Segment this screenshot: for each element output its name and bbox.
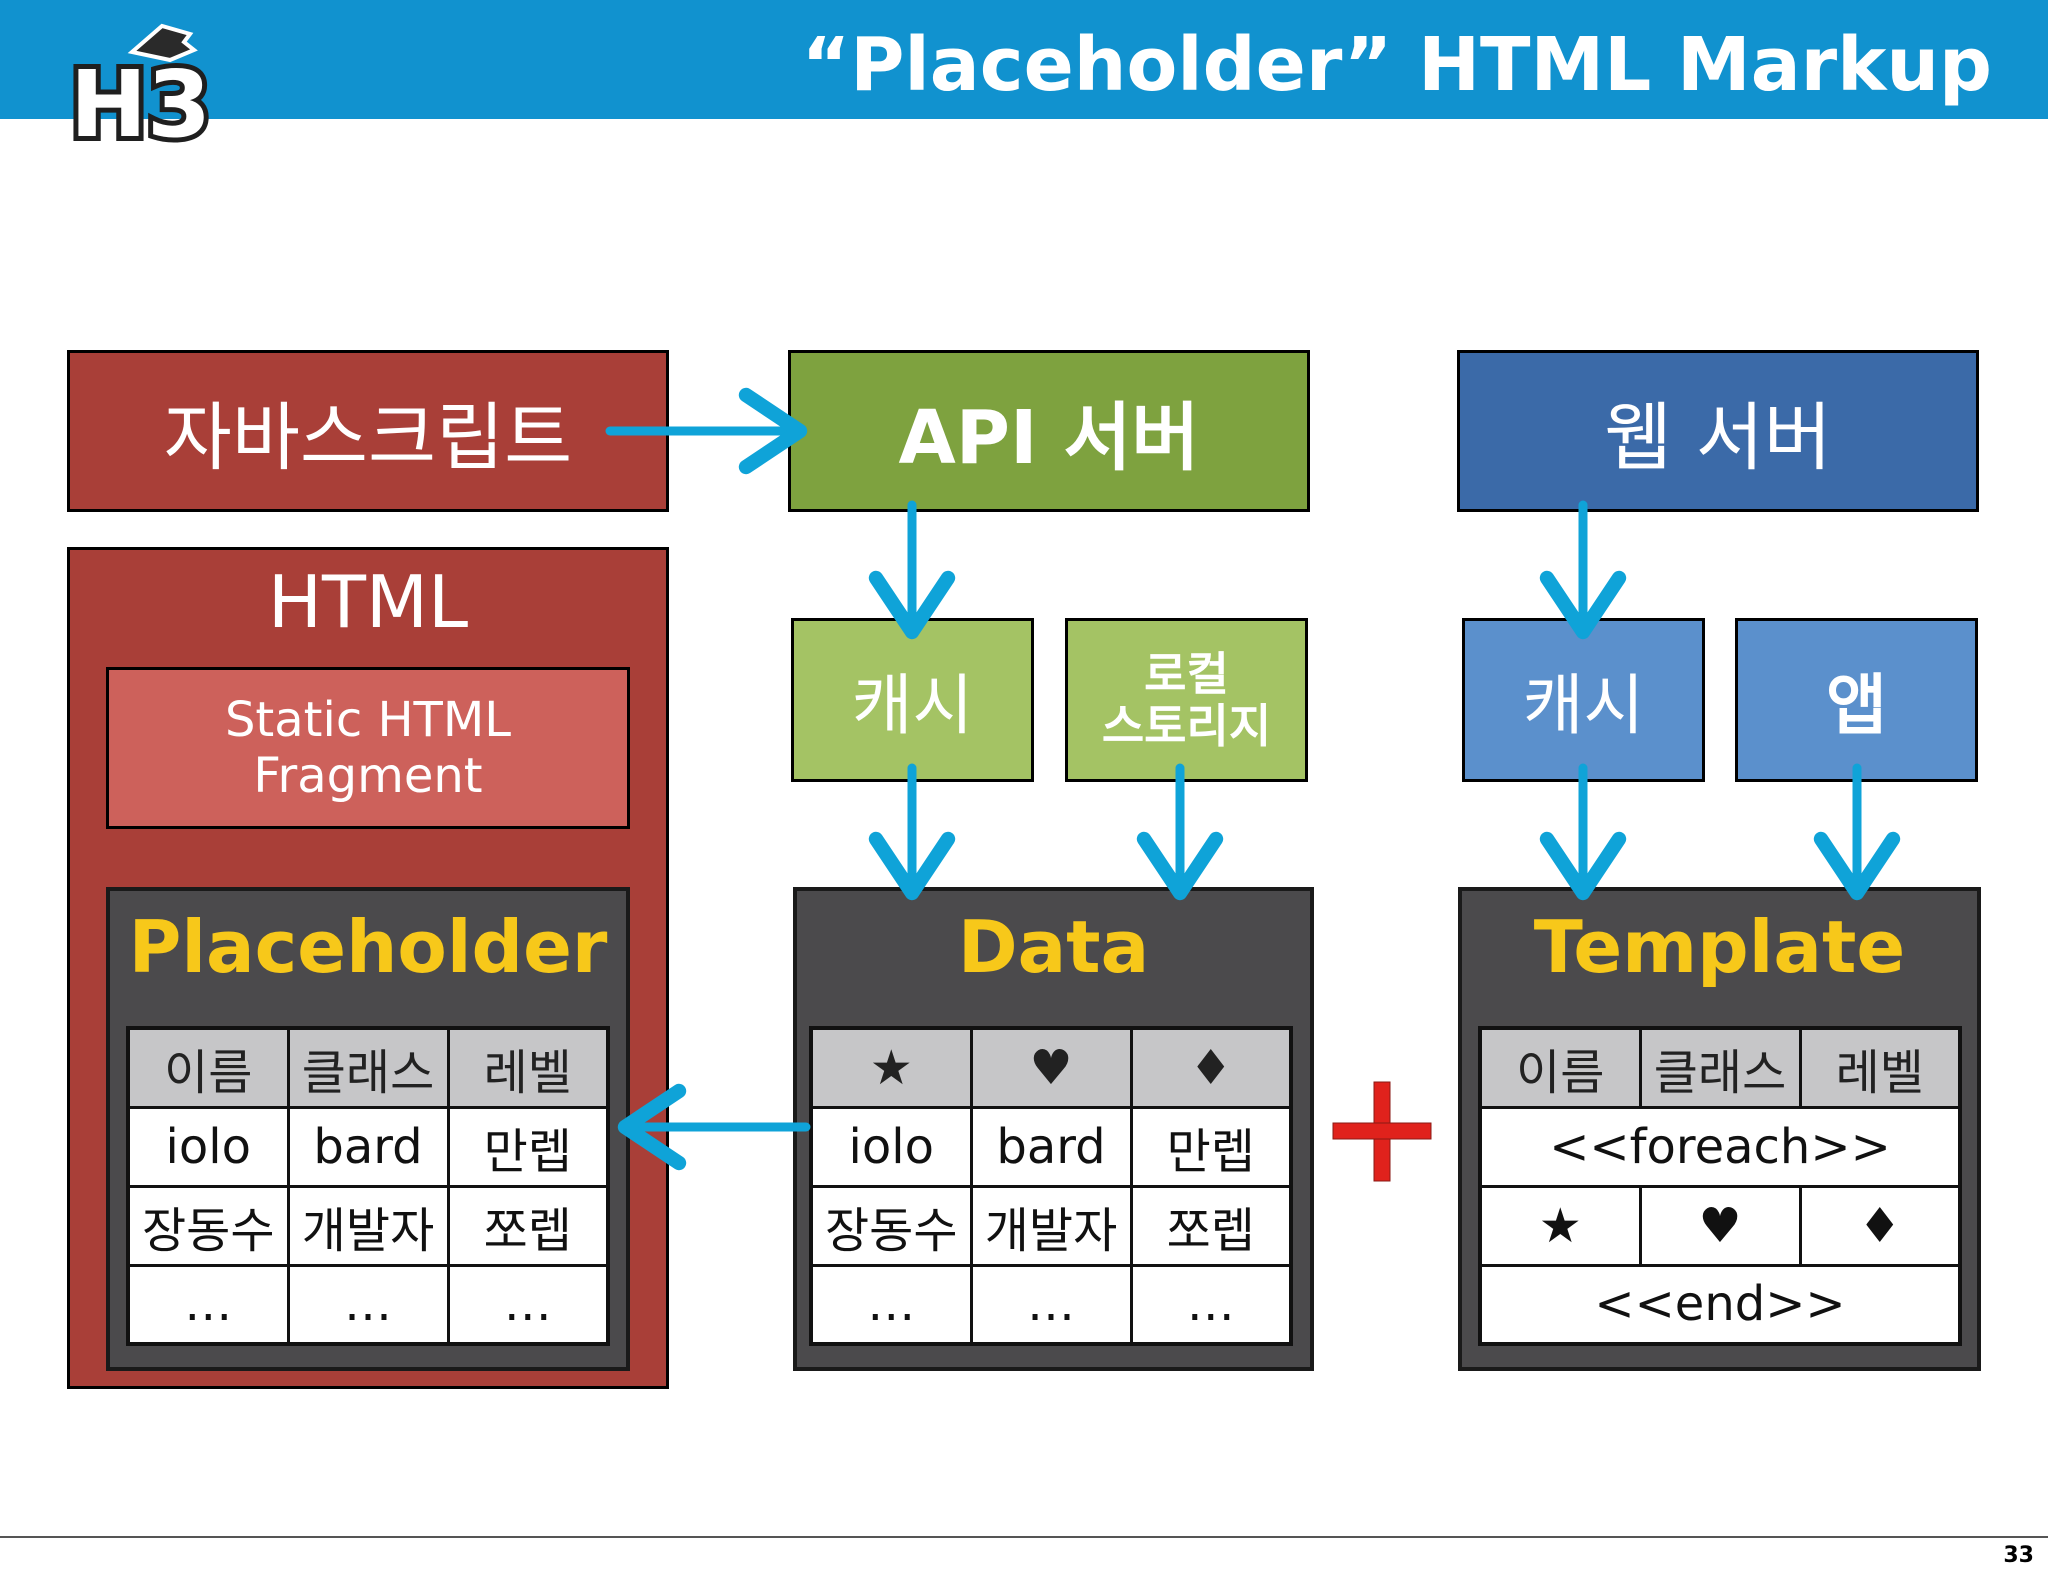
diamond-symbol: ♦: [1129, 1026, 1293, 1109]
table-cell: 만렙: [1129, 1105, 1293, 1188]
end-cell: <<end>>: [1478, 1263, 1962, 1346]
h3-logo: H3: [65, 23, 212, 154]
table-header-row: ★ ♥ ♦: [809, 1026, 1293, 1109]
table-cell: 장동수: [126, 1184, 290, 1267]
placeholder-title: Placeholder: [128, 905, 608, 989]
template-title: Template: [1533, 905, 1906, 989]
table-header-cell: 클래스: [286, 1026, 450, 1109]
table-cell: bard: [286, 1105, 450, 1188]
table-cell: …: [1129, 1263, 1293, 1346]
static-html-fragment-box: Static HTML Fragment: [106, 667, 630, 829]
table-row: ★ ♥ ♦: [1478, 1184, 1962, 1267]
table-cell: …: [126, 1263, 290, 1346]
javascript-label: 자바스크립트: [163, 394, 573, 481]
local-storage-label-line1: 로컬: [1144, 647, 1229, 701]
diamond-symbol: ♦: [1798, 1184, 1962, 1267]
table-row: 장동수 개발자 쪼렙: [126, 1184, 610, 1267]
table-cell: 개발자: [969, 1184, 1133, 1267]
local-storage-label-line2: 스토리지: [1101, 699, 1272, 753]
foreach-cell: <<foreach>>: [1478, 1105, 1962, 1188]
table-row: … … …: [126, 1263, 610, 1346]
template-table: 이름 클래스 레벨 <<foreach>> ★ ♥ ♦ <<end>>: [1478, 1026, 1962, 1346]
table-row: … … …: [809, 1263, 1293, 1346]
table-header-cell: 이름: [126, 1026, 290, 1109]
footer-divider: [0, 1536, 2048, 1538]
heart-symbol: ♥: [1638, 1184, 1802, 1267]
table-cell: …: [969, 1263, 1133, 1346]
web-server-box: 웹 서버: [1457, 350, 1979, 512]
table-header-cell: 레벨: [446, 1026, 610, 1109]
table-cell: iolo: [809, 1105, 973, 1188]
right-cache-box: 캐시: [1462, 618, 1705, 782]
app-label: 앱: [1826, 667, 1887, 744]
table-header-cell: 클래스: [1638, 1026, 1802, 1109]
data-title: Data: [957, 905, 1150, 989]
table-cell: 개발자: [286, 1184, 450, 1267]
middle-cache-box: 캐시: [791, 618, 1034, 782]
slide-title: “Placeholder” HTML Markup: [801, 22, 1992, 108]
table-header-row: 이름 클래스 레벨: [126, 1026, 610, 1109]
table-cell: …: [446, 1263, 610, 1346]
logo-text: H3: [70, 51, 211, 154]
table-cell: …: [809, 1263, 973, 1346]
table-cell: 쪼렙: [446, 1184, 610, 1267]
star-symbol: ★: [809, 1026, 973, 1109]
data-table: ★ ♥ ♦ iolo bard 만렙 장동수 개발자 쪼렙 … … …: [809, 1026, 1293, 1346]
star-symbol: ★: [1478, 1184, 1642, 1267]
logo-hat-icon: [127, 23, 198, 63]
header-bar: “Placeholder” HTML Markup: [0, 0, 2048, 119]
static-html-fragment-label: Static HTML Fragment: [224, 692, 512, 804]
table-cell: bard: [969, 1105, 1133, 1188]
placeholder-table: 이름 클래스 레벨 iolo bard 만렙 장동수 개발자 쪼렙 … … …: [126, 1026, 610, 1346]
middle-cache-label: 캐시: [851, 667, 974, 744]
table-cell: iolo: [126, 1105, 290, 1188]
table-cell: 만렙: [446, 1105, 610, 1188]
html-label: HTML: [267, 560, 469, 644]
table-header-cell: 레벨: [1798, 1026, 1962, 1109]
page-number: 33: [2003, 1543, 2034, 1568]
table-row: <<foreach>>: [1478, 1105, 1962, 1188]
plus-icon: [1332, 1081, 1432, 1182]
table-cell: 장동수: [809, 1184, 973, 1267]
heart-symbol: ♥: [969, 1026, 1133, 1109]
table-header-row: 이름 클래스 레벨: [1478, 1026, 1962, 1109]
api-server-box: API 서버: [788, 350, 1310, 512]
local-storage-box: 로컬 스토리지: [1065, 618, 1308, 782]
table-row: 장동수 개발자 쪼렙: [809, 1184, 1293, 1267]
table-cell: 쪼렙: [1129, 1184, 1293, 1267]
web-server-label: 웹 서버: [1604, 394, 1832, 481]
table-row: iolo bard 만렙: [126, 1105, 610, 1188]
app-box: 앱: [1735, 618, 1978, 782]
api-server-label: API 서버: [898, 394, 1200, 481]
right-cache-label: 캐시: [1522, 667, 1645, 744]
table-cell: …: [286, 1263, 450, 1346]
table-row: iolo bard 만렙: [809, 1105, 1293, 1188]
javascript-box: 자바스크립트: [67, 350, 669, 512]
table-row: <<end>>: [1478, 1263, 1962, 1346]
table-header-cell: 이름: [1478, 1026, 1642, 1109]
